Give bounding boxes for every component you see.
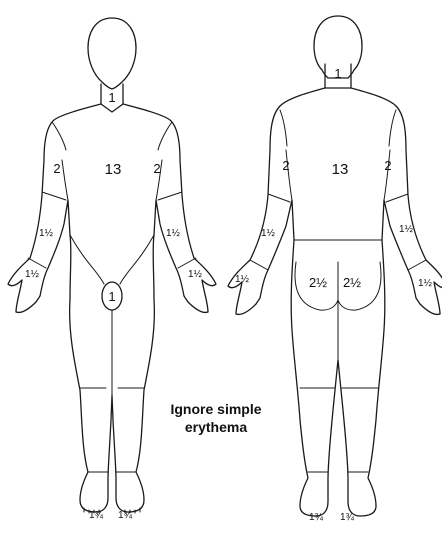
back-upper-arm-right-label: 2: [384, 158, 391, 173]
front-elbow-lines: [42, 192, 182, 200]
front-shoulder-lines: [52, 122, 172, 150]
front-wrist-lines: [28, 258, 196, 268]
back-elbow-lines: [268, 194, 408, 202]
front-foot-right-label: 1¾: [118, 510, 133, 521]
back-upper-arm-left-label: 2: [282, 158, 289, 173]
back-body-outline: [228, 88, 442, 516]
back-shoulder-lines: [280, 110, 396, 146]
note-line-1: Ignore simple: [170, 401, 261, 417]
back-foot-left-label: 1¾: [309, 512, 324, 523]
front-forearm-left-label: 1½: [39, 228, 54, 239]
back-hand-left-label: 1½: [235, 274, 250, 285]
back-buttock-right-label: 2½: [343, 275, 361, 290]
front-trunk-label: 13: [105, 161, 122, 178]
note-line-2: erythema: [185, 419, 247, 435]
back-buttocks-lines: [295, 262, 381, 360]
back-hand-right-label: 1½: [418, 278, 433, 289]
front-neck-label: 1: [108, 90, 115, 105]
front-genitals-label: 1: [108, 289, 115, 304]
back-forearm-left-label: 1½: [261, 228, 276, 239]
front-forearm-right-label: 1½: [166, 228, 181, 239]
front-upper-arm-right-label: 2: [153, 161, 160, 176]
front-groin-lines: [70, 235, 154, 284]
front-head: [88, 18, 136, 89]
front-foot-left-label: 1¾: [89, 510, 104, 521]
back-trunk-label: 13: [332, 161, 349, 178]
back-neck-label: 1: [334, 66, 341, 81]
front-hand-right-label: 1½: [188, 269, 203, 280]
back-body: [228, 16, 442, 516]
front-hand-left-label: 1½: [25, 269, 40, 280]
back-forearm-right-label: 1½: [399, 224, 414, 235]
front-upper-arm-left-label: 2: [53, 161, 60, 176]
back-foot-right-label: 1¾: [340, 512, 355, 523]
back-buttock-left-label: 2½: [309, 275, 327, 290]
